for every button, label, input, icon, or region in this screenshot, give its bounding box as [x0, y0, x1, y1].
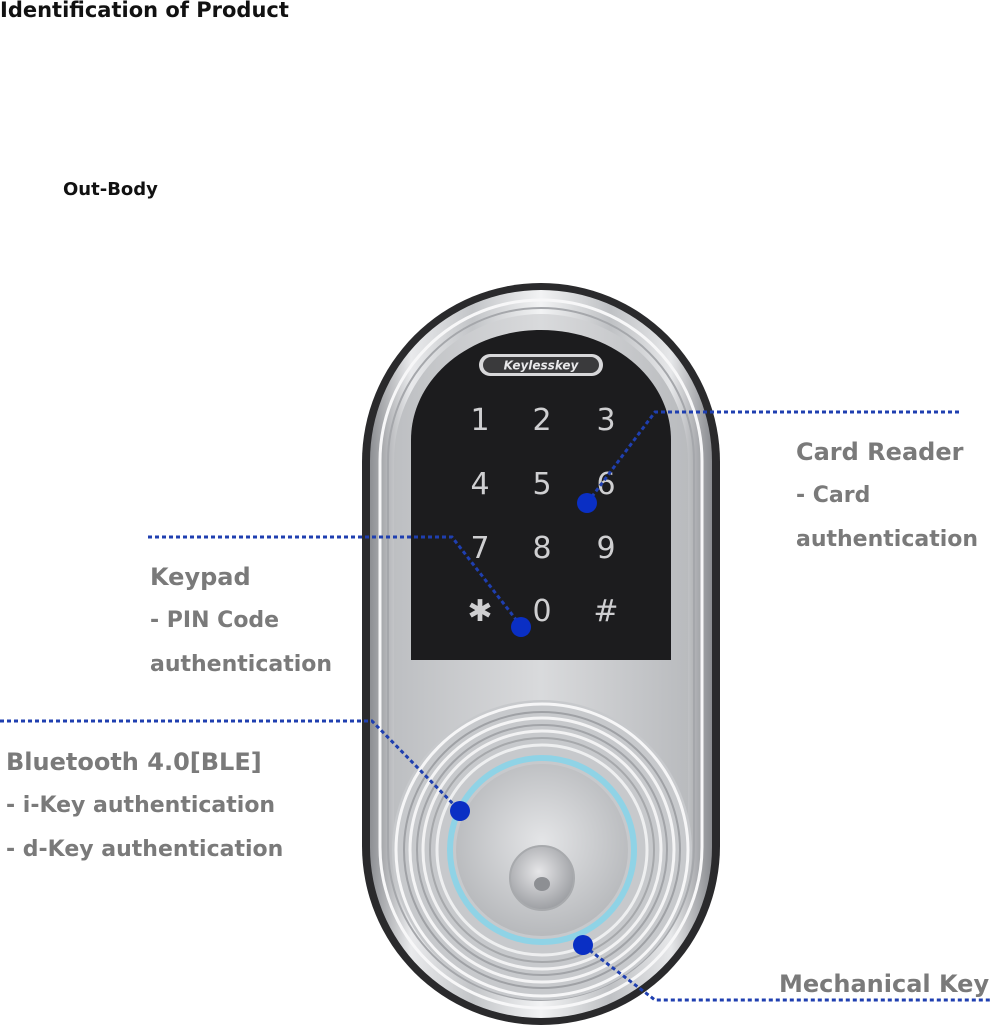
card-reader-marker [577, 493, 597, 513]
keypad-leader [148, 535, 523, 627]
key-6: 6 [596, 467, 615, 502]
key-hash: # [593, 594, 618, 629]
mechanical-key-callout: Mechanical Key [779, 962, 989, 1006]
bluetooth-line: - i-Key authentication [6, 793, 276, 818]
page-heading: Identification of Product [0, 0, 289, 22]
mechanical-key-title: Mechanical Key [779, 970, 990, 998]
keypad-marker [511, 617, 531, 637]
keypad-title: Keypad [150, 563, 251, 591]
brand-logo: Keylesskey [504, 359, 580, 373]
section-label: Out-Body [63, 179, 158, 200]
card-reader-leader [586, 410, 959, 503]
key-5: 5 [532, 467, 551, 502]
card-reader-callout: Card Reader - Card authentication [796, 430, 978, 562]
bluetooth-leader [0, 719, 462, 813]
key-star: ✱ [467, 594, 492, 629]
mechanical-key-marker [573, 935, 593, 955]
key-2: 2 [532, 403, 551, 438]
key-3: 3 [596, 403, 615, 438]
keypad-panel [411, 330, 671, 660]
led-ring [447, 755, 637, 945]
key-8: 8 [532, 531, 551, 566]
key-4: 4 [470, 467, 489, 502]
mechanical-key-leader [583, 944, 991, 1002]
bluetooth-callout: Bluetooth 4.0[BLE] - i-Key authenticatio… [6, 740, 283, 872]
key-7: 7 [470, 531, 489, 566]
card-reader-line: - Card [796, 483, 871, 508]
bluetooth-line: - d-Key authentication [6, 837, 284, 862]
card-reader-title: Card Reader [796, 438, 964, 466]
card-reader-line: authentication [796, 527, 979, 552]
key-1: 1 [470, 403, 489, 438]
key-9: 9 [596, 531, 615, 566]
keypad-callout: Keypad - PIN Code authentication [150, 555, 332, 687]
keypad-line: - PIN Code [150, 608, 280, 633]
bluetooth-title: Bluetooth 4.0[BLE] [6, 748, 262, 776]
keypad-line: authentication [150, 652, 333, 677]
bluetooth-marker [450, 801, 470, 821]
key-0: 0 [532, 594, 551, 629]
